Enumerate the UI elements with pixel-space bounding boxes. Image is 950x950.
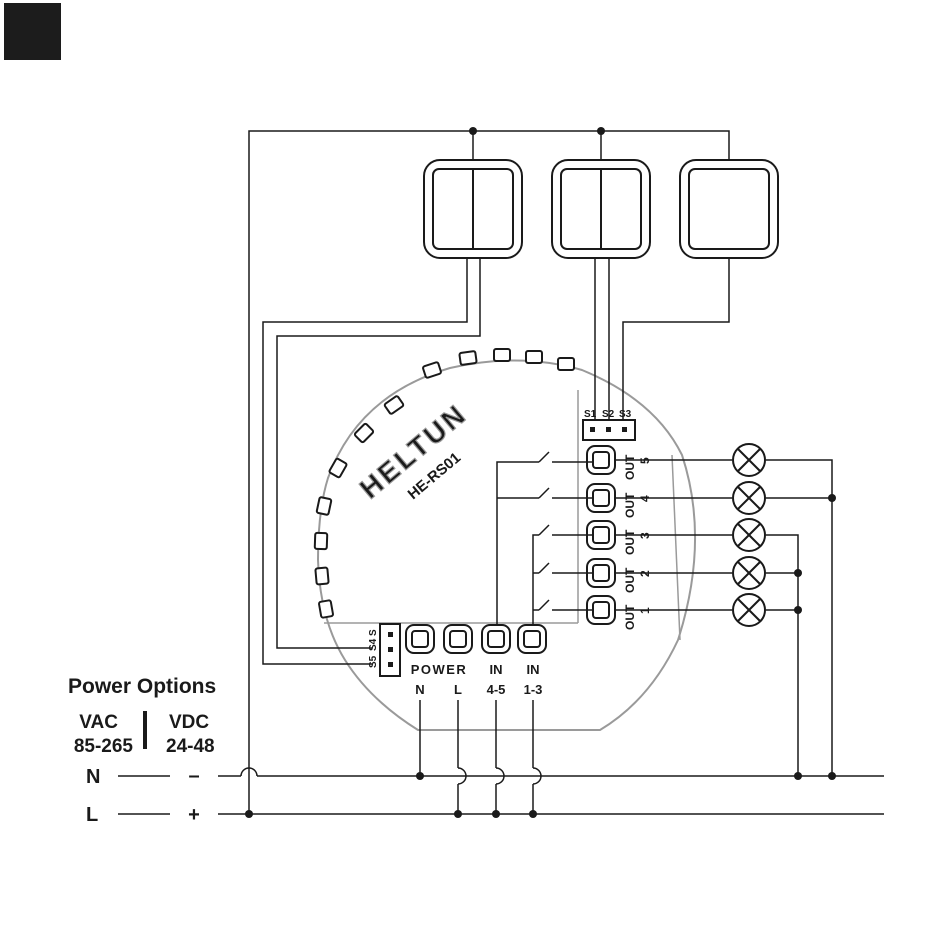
relay-module: HELTUN HE-RS01 S1 S2 S3 S5 S4 S [315,349,695,730]
vac-range: 85-265 [74,736,134,757]
connector-label-s: S [368,629,379,636]
in-45-label: IN [490,662,503,677]
vac-vdc-divider [143,711,147,749]
vdc-label: VDC [169,712,209,733]
in-13-sub: 1-3 [524,682,543,697]
power-options-legend: Power Options VAC 85-265 VDC 24-48 N – L… [68,675,216,826]
bus-l-label: L [86,804,98,826]
out2-label: OUT [623,567,637,593]
connector-label-s5: S5 [368,655,379,668]
sensor-connector-bottom[interactable]: S5 S4 S [368,624,400,676]
bus-plus-symbol: + [188,804,200,826]
out5-label: OUT [623,454,637,480]
power-options-title: Power Options [68,675,216,698]
out1-label: OUT [623,604,637,630]
vac-label: VAC [79,712,118,733]
out4-label: OUT [623,492,637,518]
bus-n-label: N [86,766,100,788]
lamp-icon [733,444,765,626]
in-13-label: IN [527,662,540,677]
in-45-sub: 4-5 [487,682,506,697]
out3-label: OUT [623,529,637,555]
vdc-range: 24-48 [166,736,215,757]
connector-label-s4: S4 [368,638,379,651]
module-outline [318,360,695,730]
wall-switch-icon [424,160,778,258]
power-label: POWER [411,662,468,677]
power-n-label: N [415,682,424,697]
connector-label-s3: S3 [619,409,632,420]
bus-minus-symbol: – [188,765,199,787]
power-l-label: L [454,682,462,697]
corner-block [4,3,61,60]
